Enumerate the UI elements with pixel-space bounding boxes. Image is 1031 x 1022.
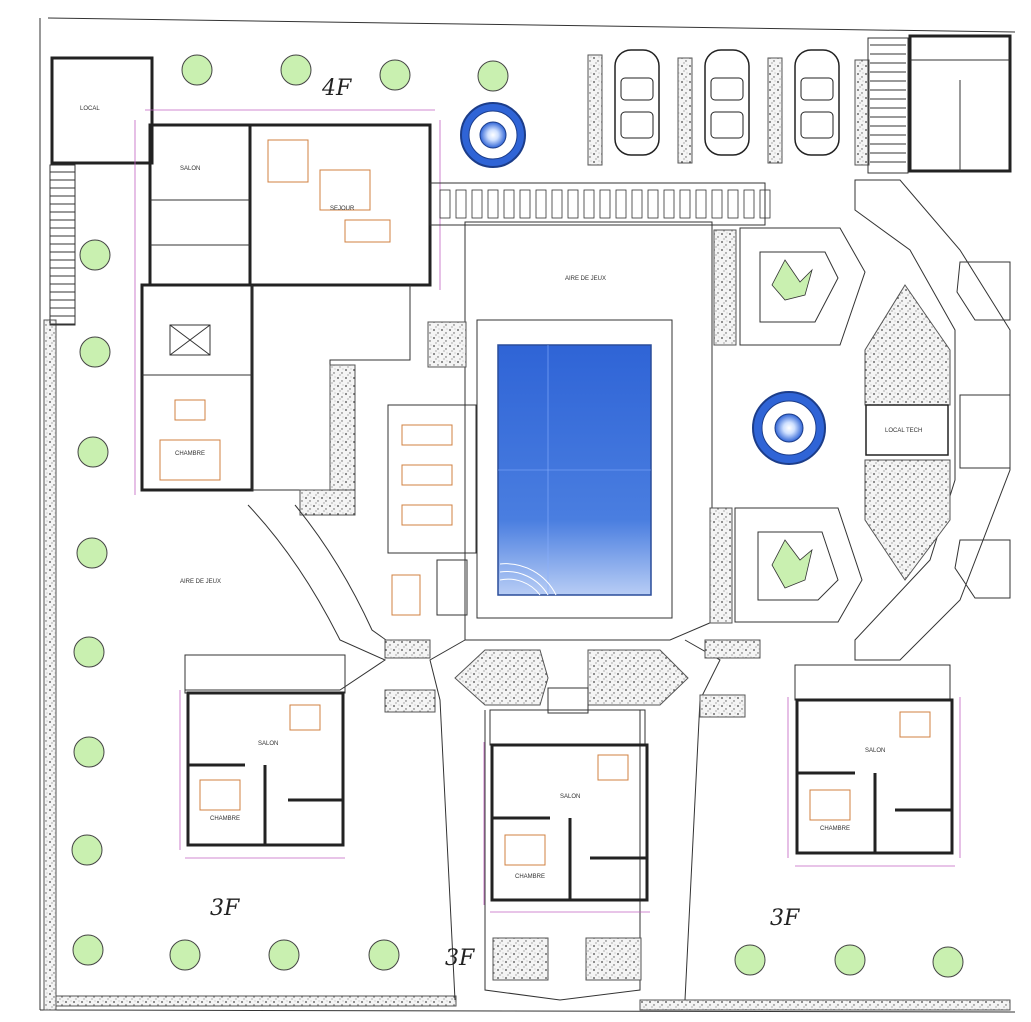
tree-icon <box>72 934 104 966</box>
tree-icon <box>932 946 964 978</box>
svg-text:AIRE DE JEUX: AIRE DE JEUX <box>180 579 221 585</box>
car-icon <box>704 49 750 156</box>
note-top: 4F <box>321 76 352 101</box>
parking-area <box>587 37 909 174</box>
garden-paths <box>185 504 761 1001</box>
fountain-top <box>460 102 526 168</box>
tree-icon <box>477 60 509 92</box>
note-bottom-center: 3F <box>445 946 475 971</box>
svg-text:CHAMBRE: CHAMBRE <box>820 826 850 832</box>
svg-text:AIRE DE JEUX: AIRE DE JEUX <box>565 276 606 282</box>
villa-center: SALON CHAMBRE <box>483 709 650 913</box>
fountain-center <box>752 391 826 465</box>
svg-text:CHAMBRE: CHAMBRE <box>515 874 545 880</box>
pool-deck <box>387 404 477 616</box>
tree-icon <box>379 59 411 91</box>
main-house: SALON SEJOUR CHAMBRE LOCAL <box>50 56 441 495</box>
courtyard: LOCAL TECH <box>709 179 1011 661</box>
service-building <box>908 34 1012 173</box>
deck-strip <box>429 182 771 226</box>
svg-text:CHAMBRE: CHAMBRE <box>210 816 240 822</box>
swimming-pool <box>497 344 652 596</box>
note-bottom-right: 3F <box>770 906 800 931</box>
tree-icon <box>834 944 866 976</box>
tree-icon <box>368 939 400 971</box>
tree-icon <box>268 939 300 971</box>
site-boundary <box>39 17 1016 1013</box>
svg-text:SALON: SALON <box>560 794 580 800</box>
car-icon <box>614 49 660 156</box>
tree-icon <box>169 939 201 971</box>
tree-icon <box>181 54 213 86</box>
tree-icon <box>73 736 105 768</box>
car-icon <box>794 49 840 156</box>
villa-left: SALON CHAMBRE <box>179 654 346 859</box>
svg-text:SALON: SALON <box>865 748 885 754</box>
note-bottom-left: 3F <box>210 896 240 921</box>
tree-icon <box>77 436 109 468</box>
svg-text:SEJOUR: SEJOUR <box>330 206 355 212</box>
svg-text:LOCAL: LOCAL <box>80 106 100 112</box>
tree-icon <box>71 834 103 866</box>
tree-icon <box>79 336 111 368</box>
svg-text:SALON: SALON <box>258 741 278 747</box>
svg-text:LOCAL TECH: LOCAL TECH <box>885 428 922 434</box>
tree-icon <box>73 636 105 668</box>
tree-icon <box>79 239 111 271</box>
tree-icon <box>280 54 312 86</box>
staircase <box>49 164 76 326</box>
trees <box>71 54 964 978</box>
tree-icon <box>734 944 766 976</box>
tree-icon <box>76 537 108 569</box>
svg-text:SALON: SALON <box>180 166 200 172</box>
svg-text:CHAMBRE: CHAMBRE <box>175 451 205 457</box>
pool-surround: AIRE DE JEUX <box>299 221 713 641</box>
villa-right: SALON CHAMBRE <box>787 664 961 867</box>
